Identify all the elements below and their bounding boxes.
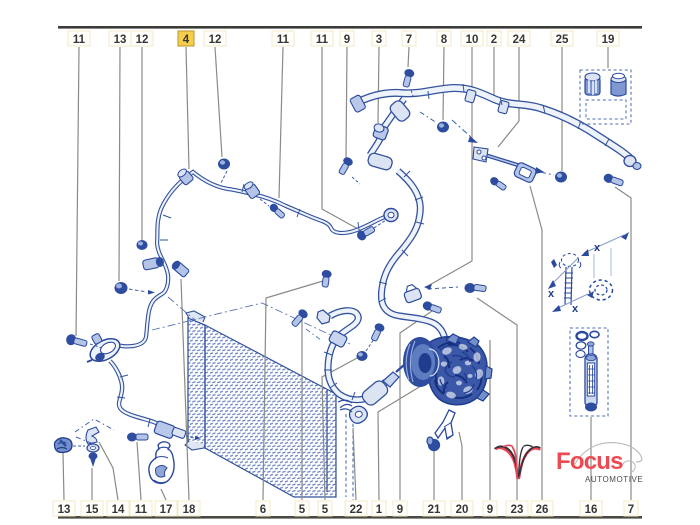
svg-text:4: 4 [183,34,190,46]
svg-text:Focus: Focus [556,448,623,475]
svg-text:x: x [572,303,579,315]
svg-text:11: 11 [73,34,86,46]
svg-text:11: 11 [135,504,148,516]
svg-text:2: 2 [491,34,497,46]
svg-text:23: 23 [511,504,524,516]
svg-text:12: 12 [136,34,149,46]
svg-text:26: 26 [536,504,549,516]
svg-text:24: 24 [513,34,526,46]
svg-text:19: 19 [602,34,615,46]
svg-text:AUTOMOTIVE: AUTOMOTIVE [585,475,643,484]
svg-text:12: 12 [209,34,222,46]
svg-text:9: 9 [397,504,403,516]
svg-text:9: 9 [344,34,350,46]
svg-text:11: 11 [277,34,290,46]
svg-text:5: 5 [299,504,306,516]
svg-text:7: 7 [406,34,412,46]
svg-text:14: 14 [112,504,125,516]
svg-text:x: x [594,242,601,254]
svg-text:16: 16 [585,504,598,516]
svg-text:5: 5 [322,504,329,516]
svg-text:15: 15 [86,504,99,516]
svg-text:13: 13 [58,504,71,516]
svg-text:9: 9 [487,504,493,516]
svg-text:21: 21 [428,504,441,516]
svg-text:3: 3 [376,34,382,46]
svg-text:6: 6 [260,504,266,516]
svg-text:13: 13 [114,34,127,46]
svg-text:25: 25 [556,34,569,46]
svg-text:22: 22 [350,504,363,516]
svg-text:17: 17 [160,504,173,516]
svg-text:x: x [548,288,555,300]
svg-text:7: 7 [628,504,634,516]
svg-text:10: 10 [466,34,479,46]
svg-text:20: 20 [456,504,469,516]
svg-text:1: 1 [376,504,383,516]
svg-text:8: 8 [441,34,448,46]
svg-text:18: 18 [183,504,196,516]
svg-text:11: 11 [316,34,329,46]
